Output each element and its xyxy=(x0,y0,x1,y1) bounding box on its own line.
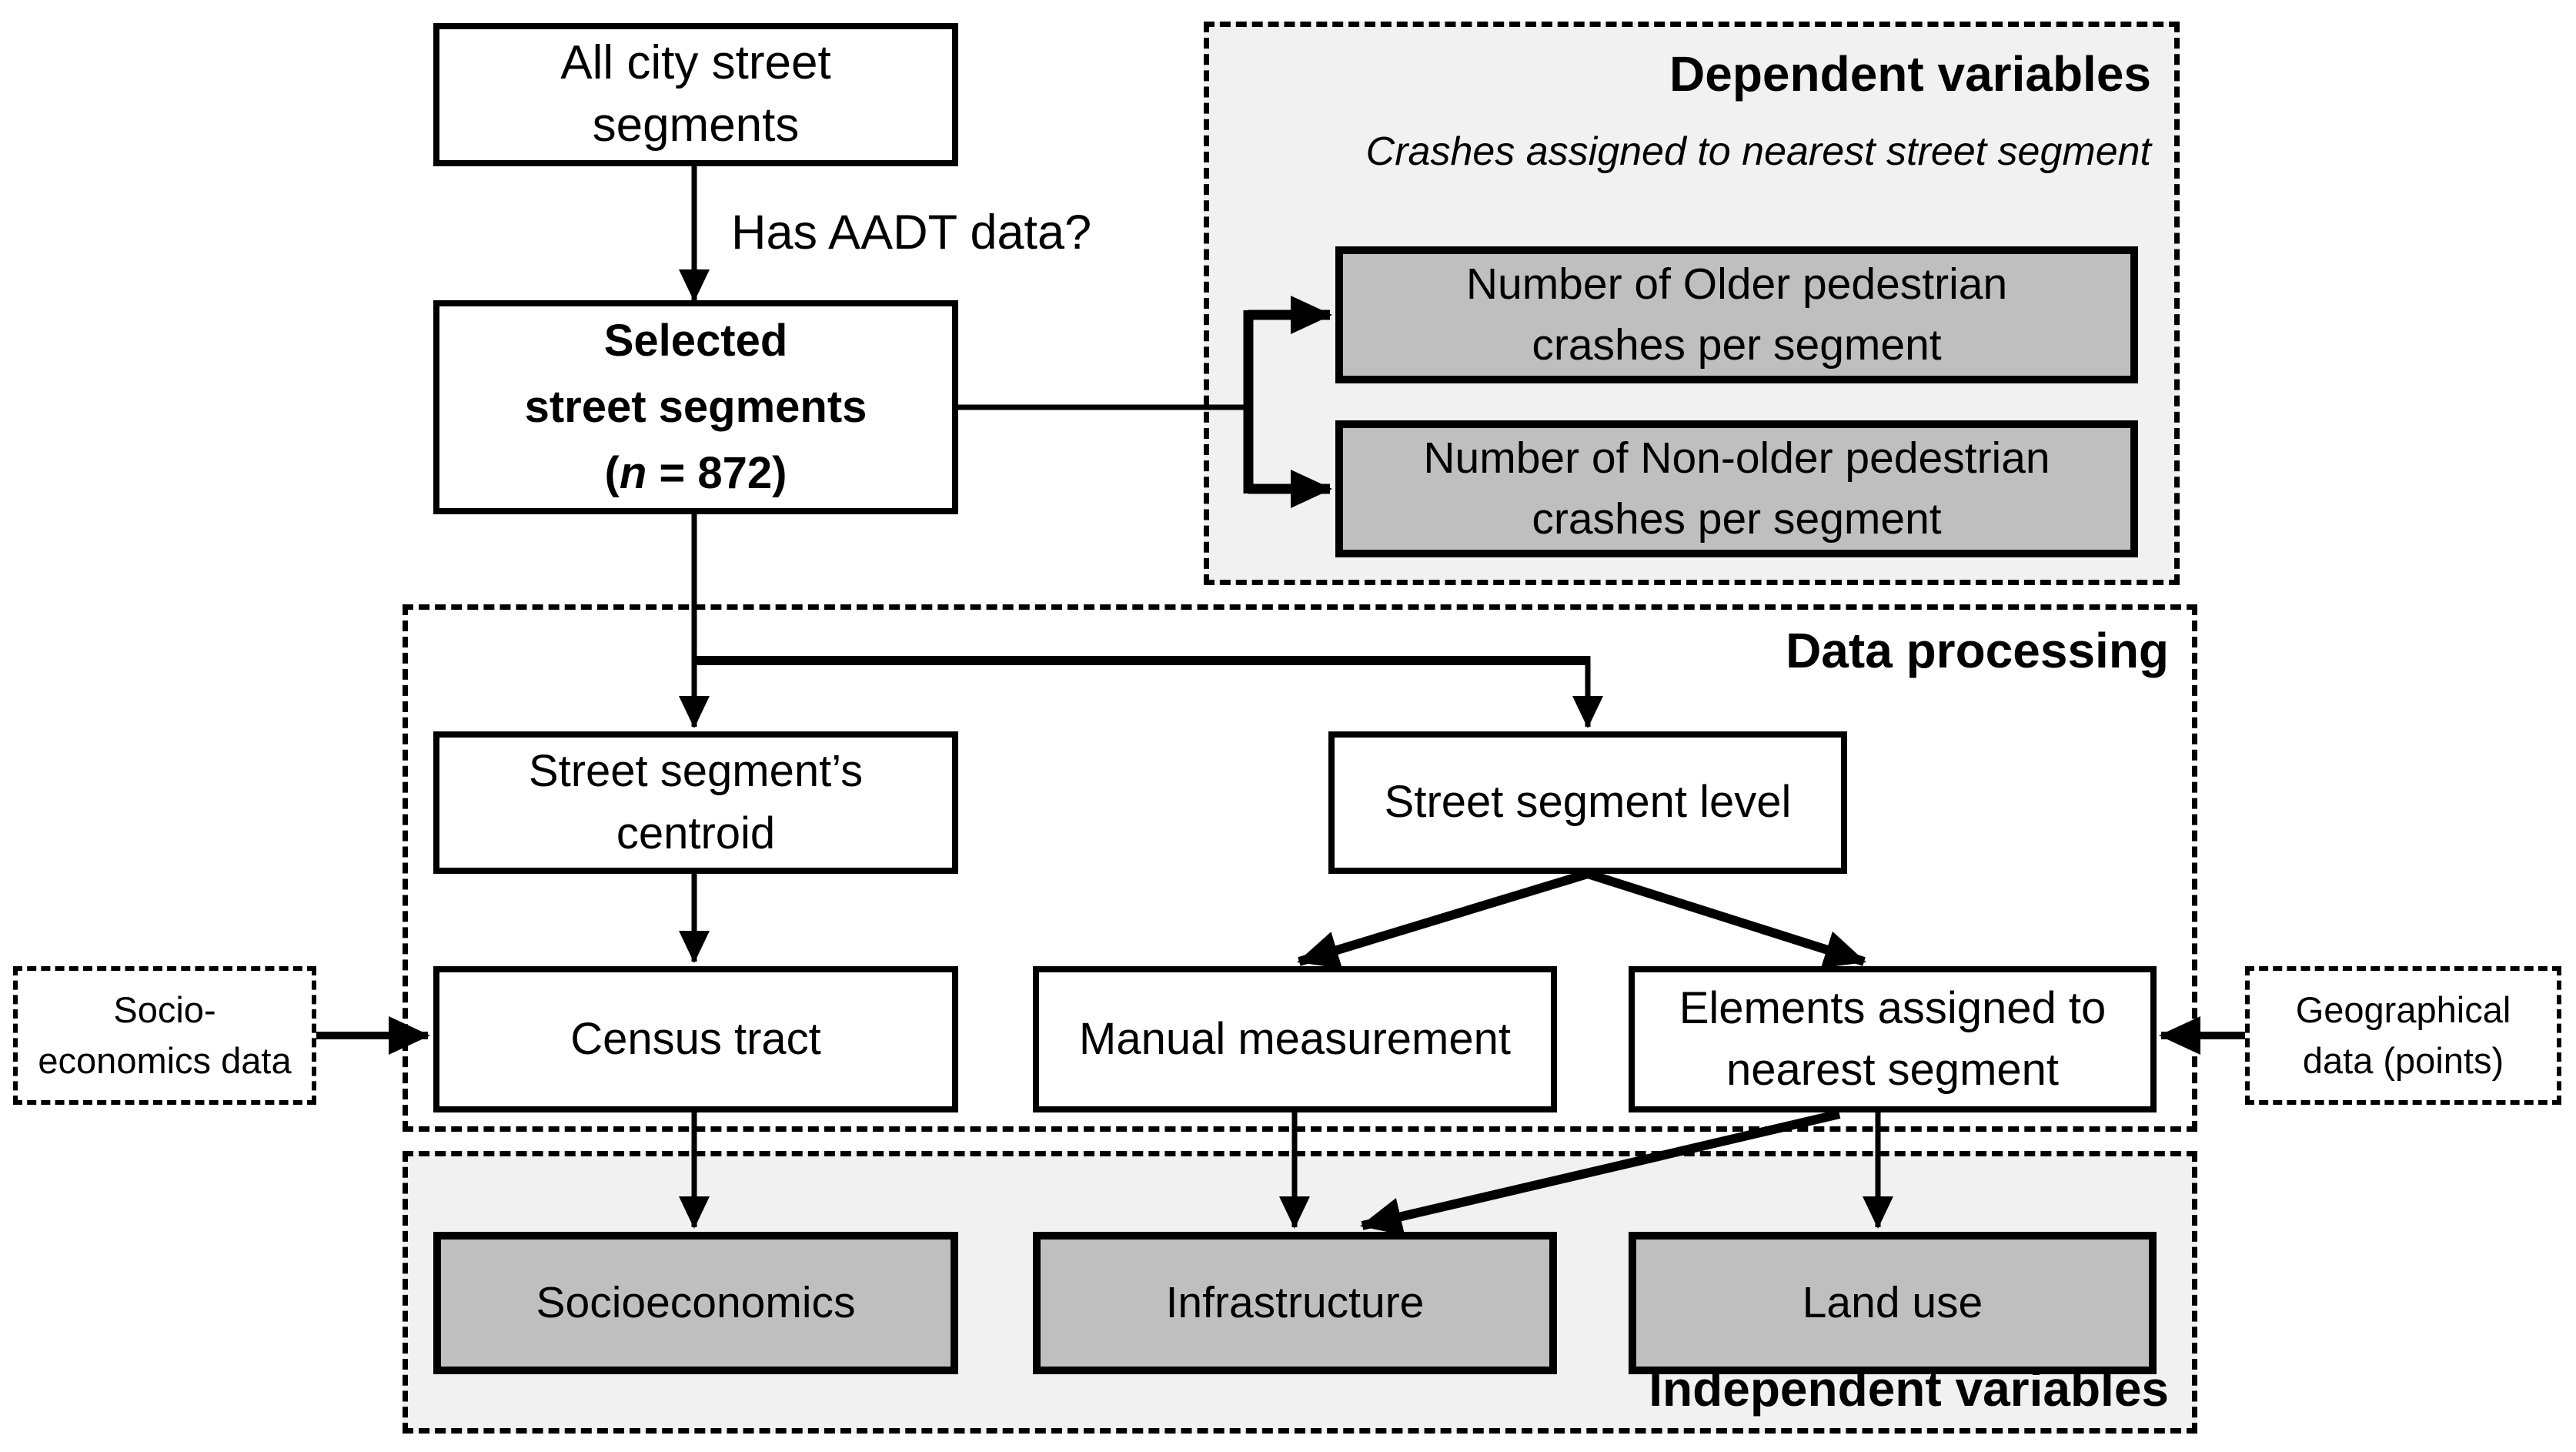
node-text: Infrastructure xyxy=(1165,1278,1425,1328)
node-text-n872: (n = 872) xyxy=(604,447,787,498)
node-elements-assigned: Elements assigned to nearest segment xyxy=(1629,966,2157,1112)
node-text: Number of Older pedestrian xyxy=(1465,259,2008,309)
node-selected-street-segments: Selected street segments (n = 872) xyxy=(433,300,958,514)
node-text: centroid xyxy=(616,808,776,858)
node-socioeconomics: Socioeconomics xyxy=(433,1232,958,1374)
node-text: crashes per segment xyxy=(1532,320,1942,370)
edge-level-to-manual xyxy=(1297,869,1589,969)
node-text: economics data xyxy=(38,1040,292,1081)
node-text: Socio- xyxy=(113,989,216,1031)
node-text: segments xyxy=(592,99,800,152)
node-text: nearest segment xyxy=(1726,1045,2060,1095)
node-text: Number of Non-older pedestrian xyxy=(1423,433,2050,483)
node-manual-measurement: Manual measurement xyxy=(1033,966,1557,1112)
node-text: Geographical xyxy=(2295,989,2511,1031)
node-infrastructure: Infrastructure xyxy=(1033,1232,1557,1374)
node-census-tract: Census tract xyxy=(433,966,958,1112)
node-text: Socioeconomics xyxy=(536,1278,856,1328)
node-text: All city street xyxy=(560,36,831,90)
node-street-segment-level: Street segment level xyxy=(1328,731,1847,874)
node-crashes-nonolder: Number of Non-older pedestrian crashes p… xyxy=(1335,420,2138,557)
edge-elements-to-infrastructure xyxy=(1360,1109,1841,1236)
node-text: Land use xyxy=(1802,1278,1983,1328)
node-text: Manual measurement xyxy=(1079,1013,1511,1064)
node-all-city-street-segments: All city street segments xyxy=(433,23,958,166)
node-text: street segments xyxy=(524,382,867,433)
node-text: Selected xyxy=(603,316,788,366)
edge-level-to-elements xyxy=(1586,869,1866,969)
node-geographical-data: Geographical data (points) xyxy=(2245,966,2561,1105)
node-street-segment-centroid: Street segment’s centroid xyxy=(433,731,958,874)
node-text: Census tract xyxy=(570,1013,821,1064)
node-land-use: Land use xyxy=(1629,1232,2157,1374)
panel-dependent-variables-subtitle: Crashes assigned to nearest street segme… xyxy=(1365,129,2151,174)
edge-label-has-aadt: Has AADT data? xyxy=(731,206,1092,259)
node-text: data (points) xyxy=(2302,1040,2504,1081)
panel-data-processing-title: Data processing xyxy=(1786,623,2169,678)
node-socio-economics-data: Socio- economics data xyxy=(13,966,316,1105)
node-text: crashes per segment xyxy=(1532,494,1942,544)
node-text: Street segment’s xyxy=(528,746,864,797)
panel-dependent-variables-title: Dependent variables xyxy=(1669,46,2151,102)
node-crashes-older: Number of Older pedestrian crashes per s… xyxy=(1335,246,2138,383)
node-text: Street segment level xyxy=(1384,777,1792,828)
node-text: Elements assigned to xyxy=(1679,982,2107,1033)
